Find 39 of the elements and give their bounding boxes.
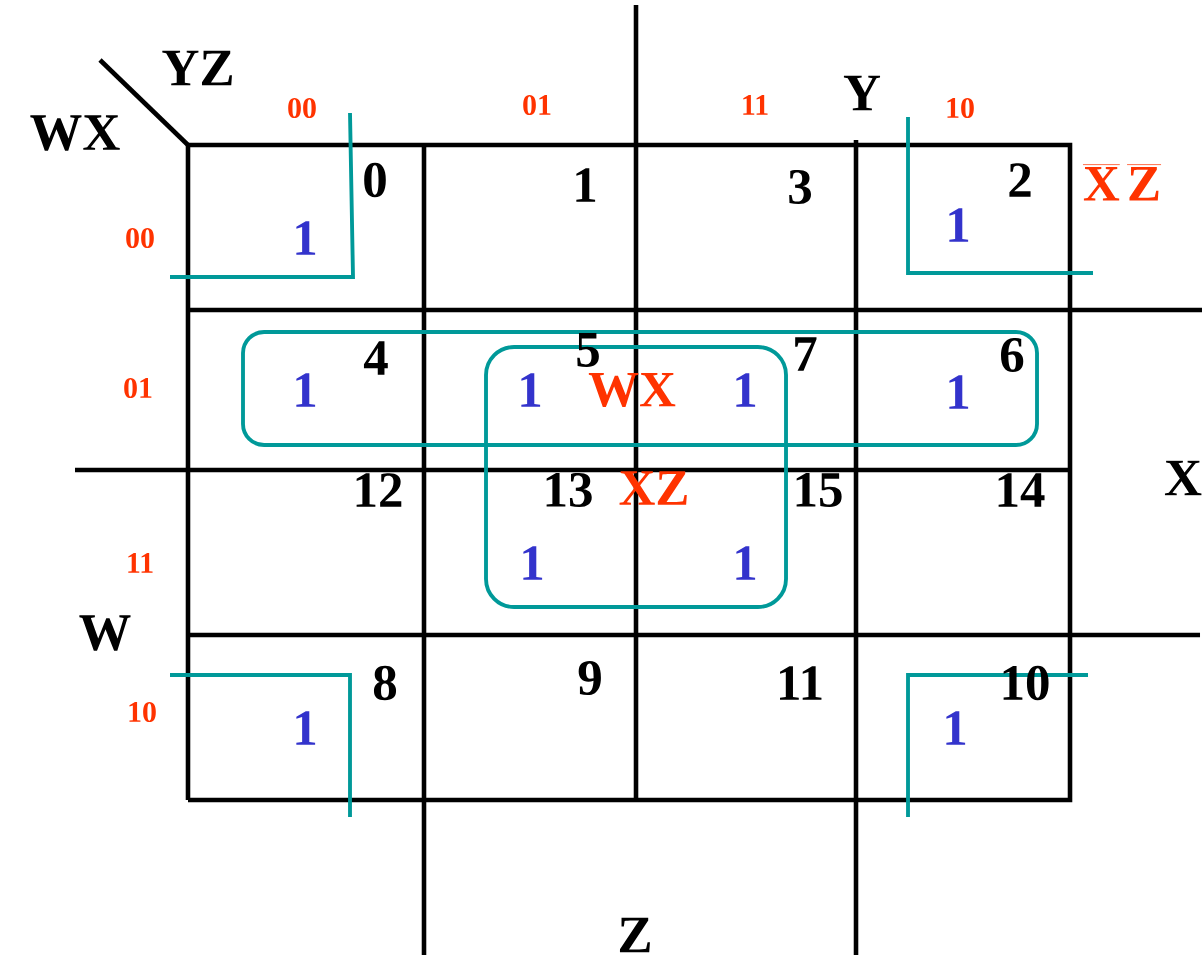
code-label: 10 — [129, 701, 156, 723]
cell-number: 3 — [789, 169, 811, 205]
cell-number: 1 — [576, 168, 596, 202]
code-label: 01 — [124, 377, 152, 399]
cell-value: 1 — [949, 208, 969, 242]
header-label: WX — [30, 115, 120, 151]
cell-value: 1 — [523, 546, 543, 580]
cell-number: 15 — [796, 472, 842, 508]
variable-label: Y — [843, 75, 881, 111]
cell-value: 1 — [949, 375, 969, 409]
code-label: 11 — [128, 553, 153, 573]
cell-number: 12 — [356, 473, 402, 507]
variable-label: W — [79, 615, 131, 651]
code-label: 00 — [126, 227, 154, 249]
cell-value: 1 — [296, 373, 316, 407]
cell-value: 1 — [736, 546, 756, 580]
cell-number: 7 — [795, 337, 817, 371]
cell-value: 1 — [736, 373, 756, 407]
cell-number: 14 — [998, 473, 1045, 507]
code-label: 00 — [288, 97, 316, 119]
cell-value: 1 — [946, 711, 966, 745]
code-label: 01 — [523, 94, 551, 116]
cell-value: 1 — [296, 221, 316, 255]
cell-number: 11 — [780, 666, 822, 700]
cell-number: 9 — [578, 660, 601, 696]
variable-label: Z — [619, 917, 650, 953]
cell-number: 2 — [1009, 163, 1031, 197]
cell-number: 13 — [546, 472, 592, 508]
cell-number: 0 — [364, 162, 386, 198]
variable-label: X — [1164, 460, 1202, 496]
header-label: YZ — [162, 50, 232, 86]
code-label: 10 — [947, 97, 974, 119]
cell-number: 6 — [1001, 337, 1024, 373]
cell-value: 1 — [521, 373, 541, 407]
group-label: $\overline{\hbox{X}}\,\overline{\hbox{Z}}$ — [1082, 164, 1162, 201]
cell-number: 8 — [373, 665, 397, 701]
cell-value: 1 — [296, 711, 316, 745]
cell-number: 4 — [363, 341, 388, 375]
code-label: 11 — [743, 95, 768, 115]
